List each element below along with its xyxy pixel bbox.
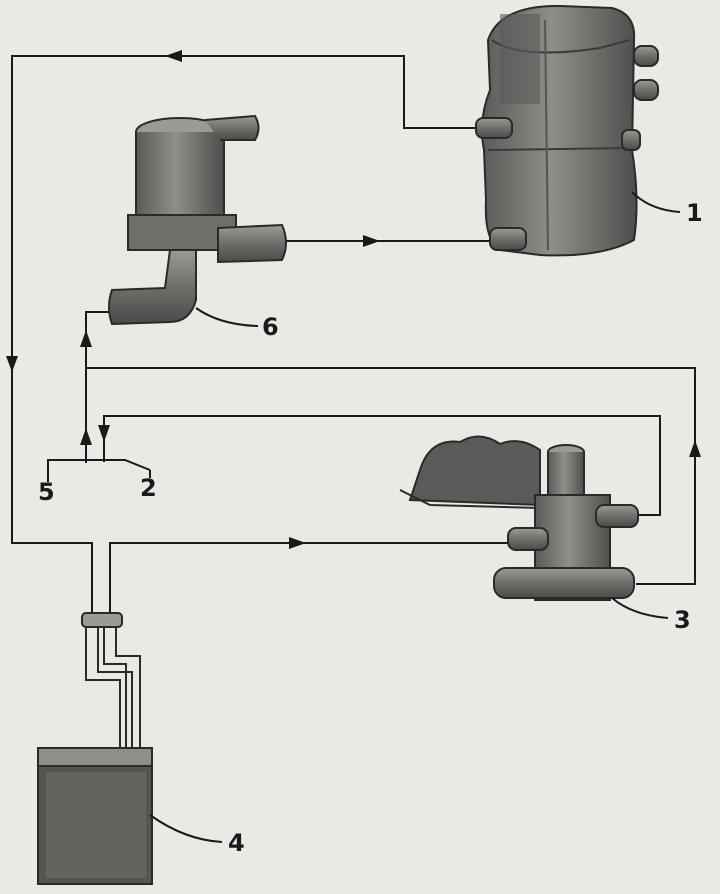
callout-5: 5 bbox=[38, 478, 55, 506]
circulation-pump bbox=[109, 116, 286, 324]
arrow-left-top bbox=[165, 50, 182, 62]
callout-6: 6 bbox=[262, 313, 279, 341]
callout-4: 4 bbox=[228, 829, 245, 857]
callout-1: 1 bbox=[686, 199, 703, 227]
heat-exchanger bbox=[38, 613, 152, 884]
callout-3: 3 bbox=[674, 606, 691, 634]
connector-bracket bbox=[48, 460, 150, 475]
arrow-right-to-heater bbox=[363, 235, 380, 247]
leader-1 bbox=[632, 192, 680, 212]
heater-unit bbox=[476, 6, 658, 255]
leader-6 bbox=[196, 308, 258, 326]
arrow-up-connector-5 bbox=[80, 428, 92, 445]
control-valve bbox=[400, 436, 638, 600]
arrow-down-left bbox=[6, 356, 18, 372]
arrow-down-connector-2 bbox=[98, 425, 110, 442]
arrow-up-valve-return bbox=[689, 440, 701, 457]
leader-4 bbox=[150, 815, 222, 842]
leader-3 bbox=[612, 598, 668, 618]
arrow-right-to-valve bbox=[289, 537, 306, 549]
arrow-up-to-pump bbox=[80, 330, 92, 347]
line-exchanger-to-valve bbox=[110, 543, 508, 615]
callout-2: 2 bbox=[140, 474, 157, 502]
